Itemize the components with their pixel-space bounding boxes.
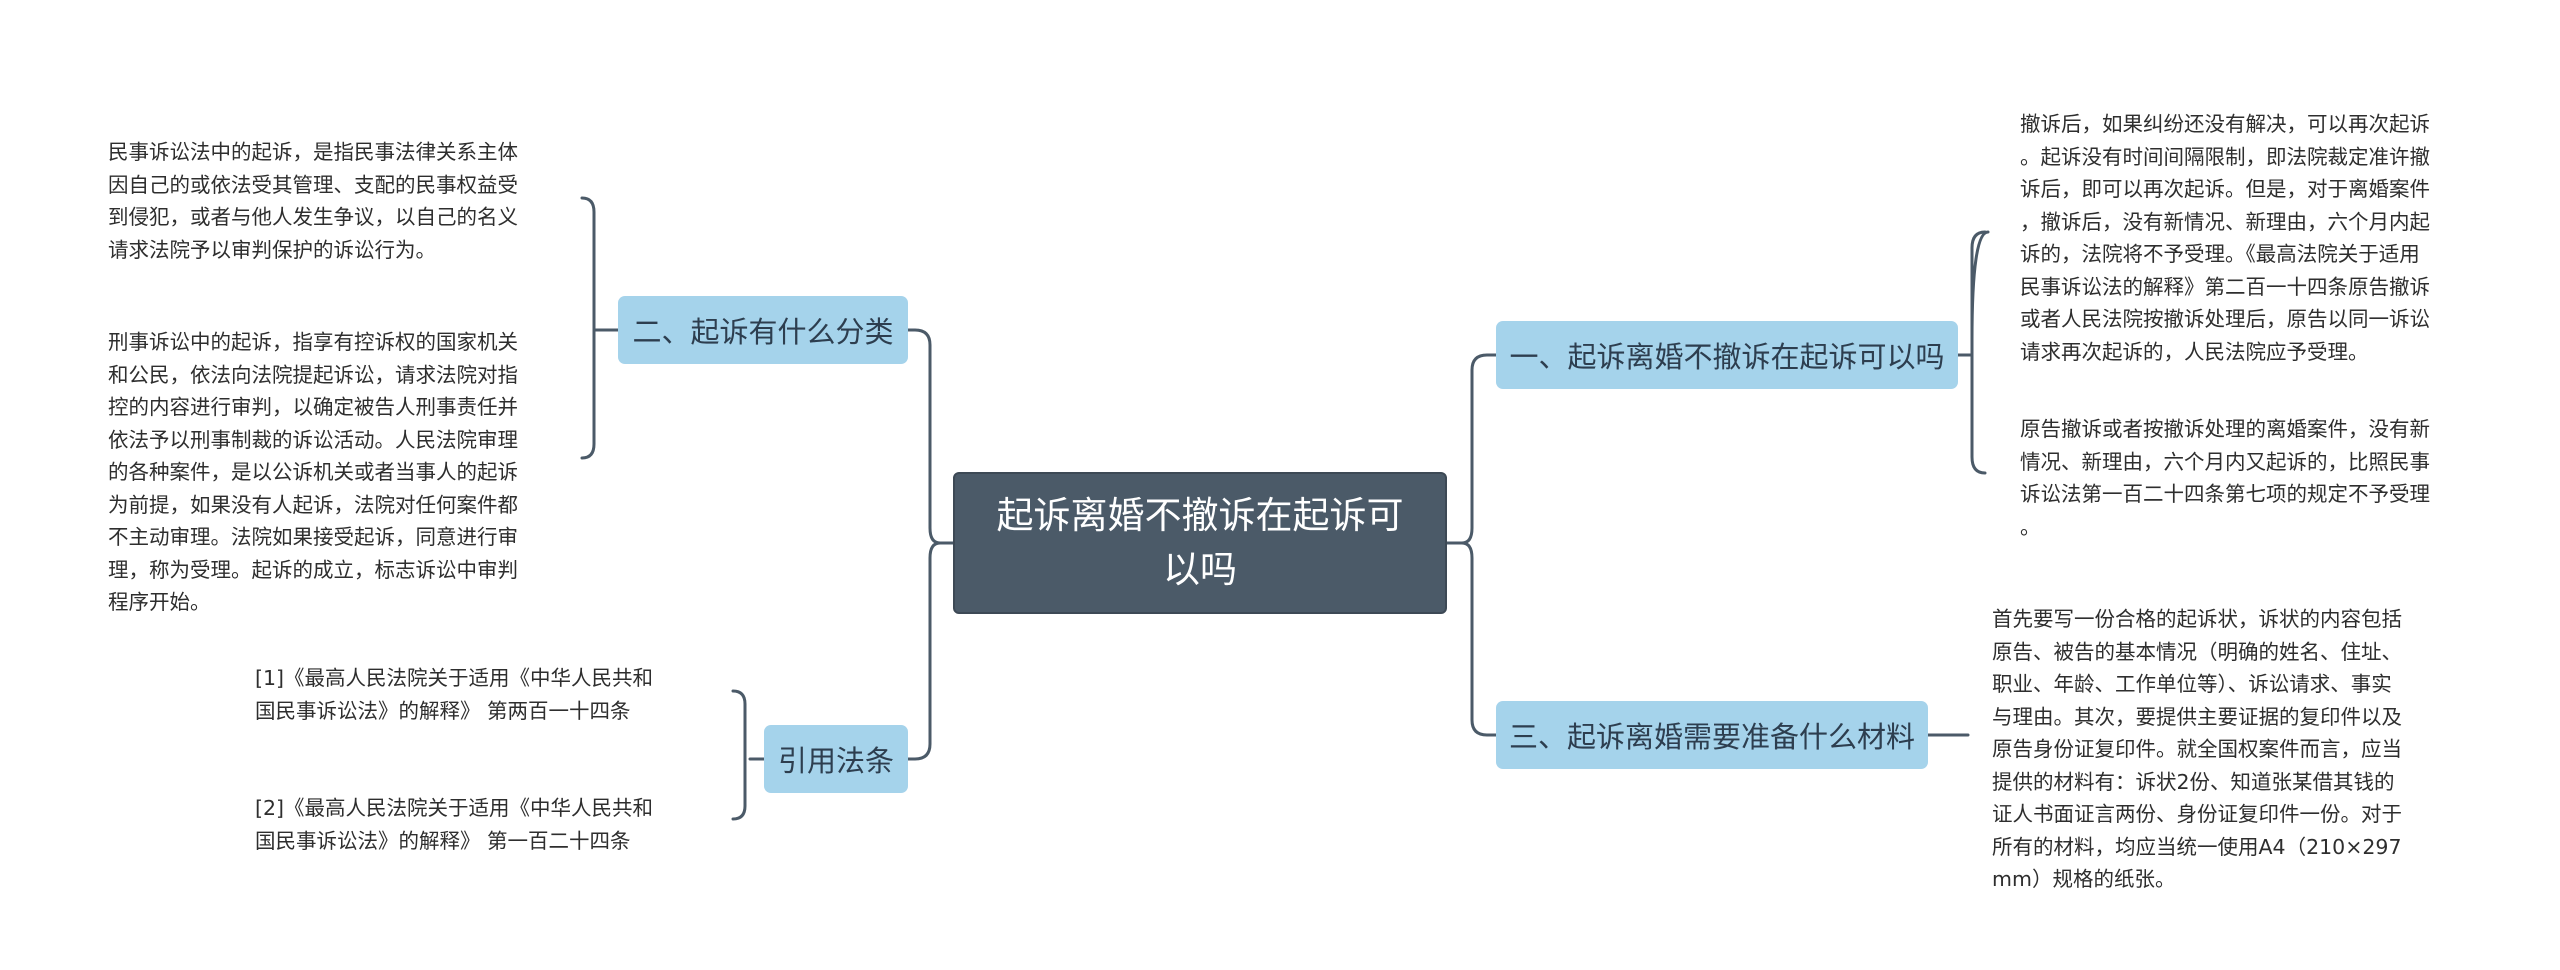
text-line: 为前提，如果没有人起诉，法院对任何案件都 xyxy=(108,492,518,517)
text-line: 原告撤诉或者按撤诉处理的离婚案件，没有新 xyxy=(2020,417,2430,441)
text-line: mm）规格的纸张。 xyxy=(1992,867,2176,891)
leaf-b1-2: 原告撤诉或者按撤诉处理的离婚案件，没有新 情况、新理由，六个月内又起诉的，比照民… xyxy=(2020,413,2430,543)
text-line: 程序开始。 xyxy=(108,590,211,614)
text-line: 首先要写一份合格的起诉状，诉状的内容包括 xyxy=(1992,607,2402,631)
text-line: 请求法院予以审判保护的诉讼行为。 xyxy=(108,237,436,262)
text-line: 因自己的或依法受其管理、支配的民事权益受 xyxy=(108,172,518,197)
text-line: 职业、年龄、工作单位等）、诉讼请求、事实 xyxy=(1992,672,2392,696)
text-line: 刑事诉讼中的起诉，指享有控诉权的国家机关 xyxy=(108,330,518,354)
text-line: 国民事诉讼法》的解释》 第两百一十四条 xyxy=(255,698,631,723)
text-line: 。 xyxy=(2020,514,2041,539)
branch-node-b2[interactable]: 二、起诉有什么分类 xyxy=(618,296,908,364)
connector-b4-bracket xyxy=(731,689,766,821)
branch-label-b4: 引用法条 xyxy=(777,744,894,778)
text-line: 理，称为受理。起诉的成立，标志诉讼中审判 xyxy=(108,557,518,582)
branch-node-b4[interactable]: 引用法条 xyxy=(764,725,908,793)
text-line: 所有的材料，均应当统一使用A4（210×297 xyxy=(1992,834,2402,859)
connector-root-b1 xyxy=(1445,353,1498,545)
connector-b2-bracket xyxy=(580,196,620,460)
branch-node-b3[interactable]: 三、起诉离婚需要准备什么材料 xyxy=(1496,701,1928,769)
text-line: 原告身份证复印件。就全国权案件而言，应当 xyxy=(1992,737,2402,761)
leaf-b4-1: [1]《最高人民法院关于适用《中华人民共和 国民事诉讼法》的解释》 第两百一十四… xyxy=(255,662,653,727)
text-line: 的各种案件，是以公诉机关或者当事人的起诉 xyxy=(108,460,518,484)
branch-label-b1: 一、起诉离婚不撤诉在起诉可以吗 xyxy=(1509,340,1945,374)
text-line: 民事诉讼法的解释》第二百一十四条原告撤诉 xyxy=(2020,274,2430,299)
text-line: [1]《最高人民法院关于适用《中华人民共和 xyxy=(255,666,654,690)
text-line: 请求再次起诉的，人民法院应予受理。 xyxy=(2020,339,2369,364)
text-line: 控的内容进行审判，以确定被告人刑事责任并 xyxy=(108,395,518,419)
text-line: 诉的，法院将不予受理。《最高法院关于适用 xyxy=(2020,242,2420,266)
text-line: 证人书面证言两份、身份证复印件一份。对于 xyxy=(1992,802,2402,826)
branch-node-b1[interactable]: 一、起诉离婚不撤诉在起诉可以吗 xyxy=(1496,321,1958,389)
text-line: 依法予以刑事制裁的诉讼活动。人民法院审理 xyxy=(108,427,518,452)
text-line: 民事诉讼法中的起诉，是指民事法律关系主体 xyxy=(108,140,518,164)
text-line: 国民事诉讼法》的解释》 第一百二十四条 xyxy=(255,828,631,853)
text-line: 和公民，依法向法院提起诉讼，请求法院对指 xyxy=(108,362,518,387)
leaf-b4-2: [2]《最高人民法院关于适用《中华人民共和 国民事诉讼法》的解释》 第一百二十四… xyxy=(255,792,653,857)
text-line: 到侵犯，或者与他人发生争议，以自己的名义 xyxy=(108,205,518,229)
text-line: 诉后，即可以再次起诉。但是，对于离婚案件 xyxy=(2020,177,2430,201)
connector-root-b3 xyxy=(1445,541,1498,737)
leaf-b1-1: 撤诉后，如果纠纷还没有解决，可以再次起诉 。起诉没有时间间隔限制，即法院裁定准许… xyxy=(2020,108,2430,368)
leaf-b2-1: 民事诉讼法中的起诉，是指民事法律关系主体 因自己的或依法受其管理、支配的民事权益… xyxy=(108,136,518,266)
text-line: 不主动审理。法院如果接受起诉，同意进行审 xyxy=(108,525,518,549)
text-line: 提供的材料有：诉状2份、知道张某借其钱的 xyxy=(1992,769,2395,794)
root-node[interactable]: 起诉离婚不撤诉在起诉可以吗 xyxy=(953,472,1447,614)
text-line: 或者人民法院按撤诉处理后，原告以同一诉讼 xyxy=(2020,307,2430,331)
text-line: 撤诉后，如果纠纷还没有解决，可以再次起诉 xyxy=(2020,112,2430,136)
connector-b1-bracket xyxy=(1956,230,1987,475)
leaf-b2-2: 刑事诉讼中的起诉，指享有控诉权的国家机关 和公民，依法向法院提起诉讼，请求法院对… xyxy=(108,326,518,619)
branch-label-b2: 二、起诉有什么分类 xyxy=(632,315,894,349)
connector-root-b2 xyxy=(906,328,955,545)
text-line: 诉讼法第一百二十四条第七项的规定不予受理 xyxy=(2020,482,2430,506)
connector-b1-leaf1 xyxy=(1970,230,1990,342)
text-line: 原告、被告的基本情况（明确的姓名、住址、 xyxy=(1992,639,2402,664)
text-line: 情况、新理由，六个月内又起诉的，比照民事 xyxy=(2020,449,2430,474)
leaf-b3-1: 首先要写一份合格的起诉状，诉状的内容包括 原告、被告的基本情况（明确的姓名、住址… xyxy=(1992,603,2402,896)
text-line: 与理由。其次，要提供主要证据的复印件以及 xyxy=(1992,704,2402,729)
text-line: ，撤诉后，没有新情况、新理由，六个月内起 xyxy=(2020,209,2430,234)
text-line: [2]《最高人民法院关于适用《中华人民共和 xyxy=(255,796,654,820)
branch-label-b3: 三、起诉离婚需要准备什么材料 xyxy=(1508,720,1915,754)
text-line: 。起诉没有时间间隔限制，即法院裁定准许撤 xyxy=(2020,144,2430,169)
connector-root-b4 xyxy=(906,541,955,761)
root-title: 起诉离婚不撤诉在起诉可以吗 xyxy=(996,494,1404,591)
